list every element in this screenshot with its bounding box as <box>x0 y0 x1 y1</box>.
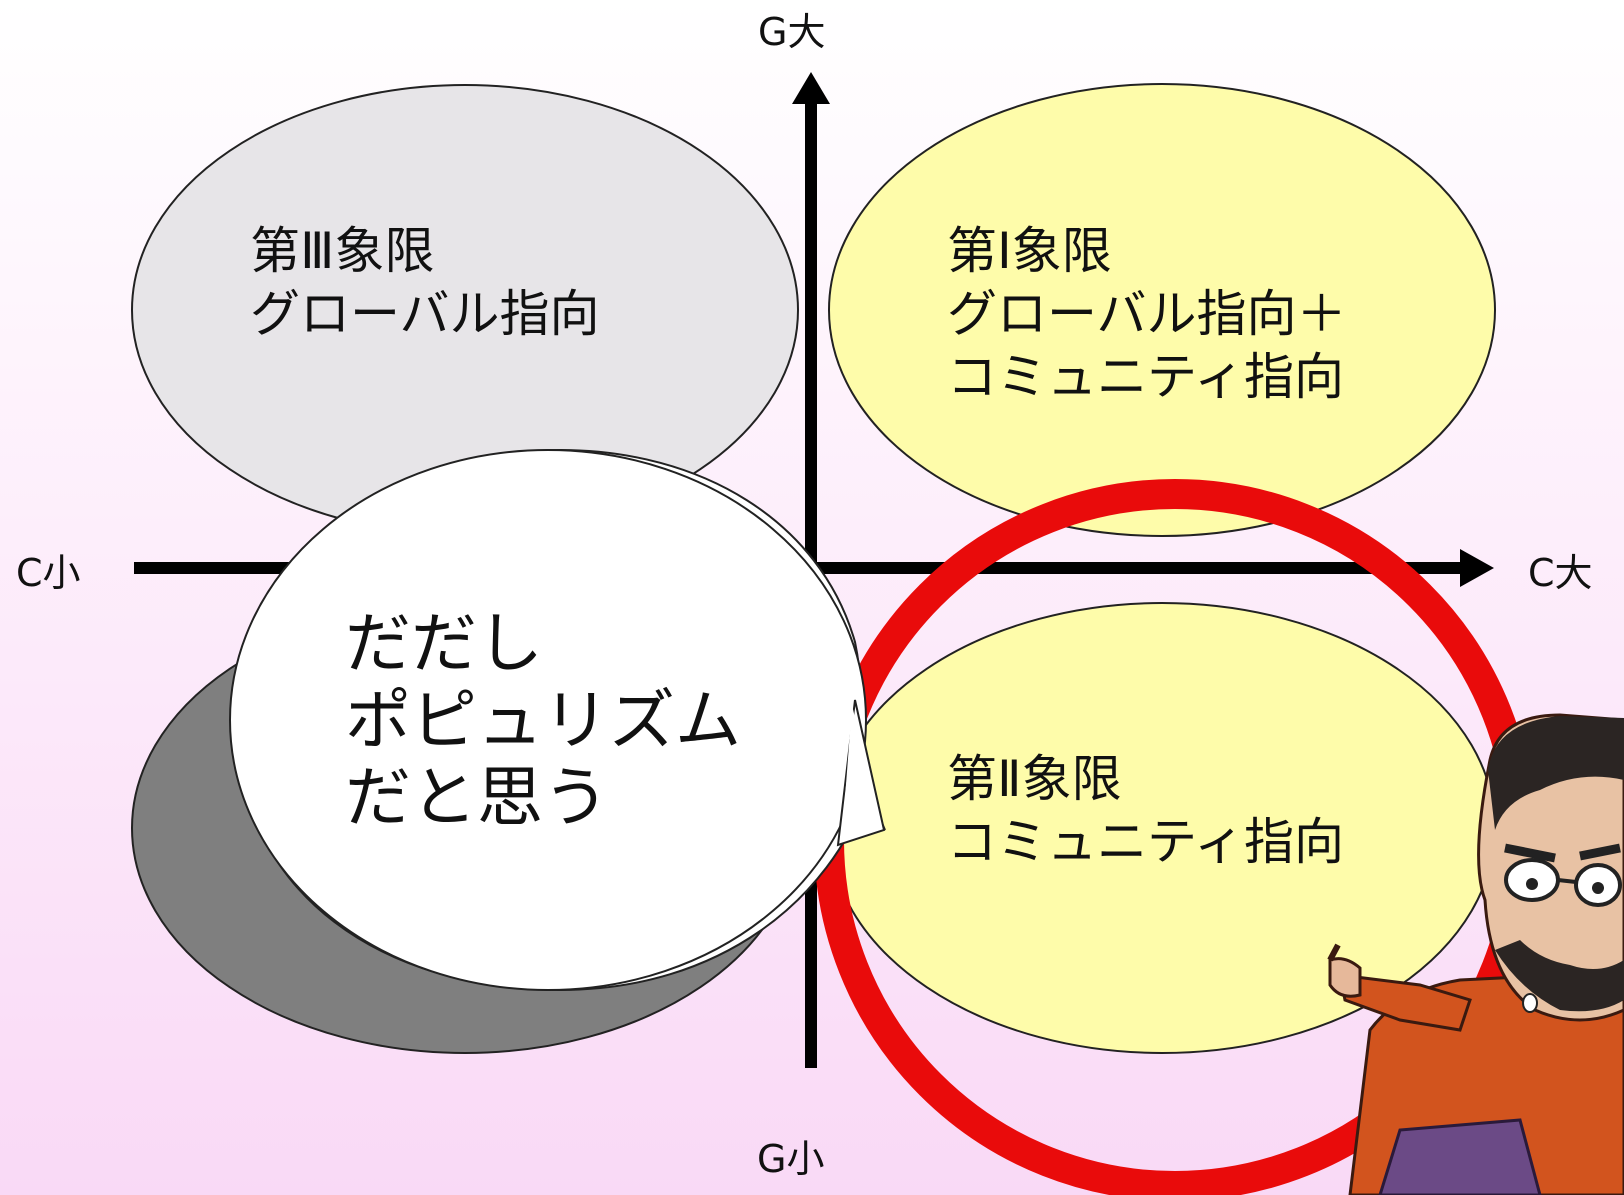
speech-bubble-line1: だだし <box>345 605 543 682</box>
speech-bubble-line3: だと思う <box>345 759 609 836</box>
quadrant-3-title: 第Ⅲ象限 <box>250 222 435 280</box>
presenter-character-icon <box>1327 713 1624 1195</box>
speech-bubble-line2: ポピュリズム <box>345 682 741 759</box>
axis-label-g-low: G小 <box>757 1137 825 1181</box>
quadrant-2-title: 第Ⅱ象限 <box>947 750 1122 808</box>
quadrant-1-description-line1: グローバル指向＋ <box>947 285 1347 343</box>
axis-label-c-high: C大 <box>1528 551 1593 595</box>
quadrant-2-description: コミュニティ指向 <box>947 813 1344 871</box>
axis-label-c-low: C小 <box>16 551 81 595</box>
quadrant-1-title: 第Ⅰ象限 <box>947 222 1112 280</box>
quadrant-1-ellipse <box>828 83 1496 537</box>
vertical-axis-arrowhead <box>792 72 830 104</box>
speech-bubble-body <box>229 449 867 991</box>
axis-label-g-high: G大 <box>758 10 826 54</box>
quadrant-1-description-line2: コミュニティ指向 <box>947 348 1344 406</box>
horizontal-axis-arrowhead <box>1460 549 1494 587</box>
quadrant-3-description: グローバル指向 <box>250 285 600 343</box>
